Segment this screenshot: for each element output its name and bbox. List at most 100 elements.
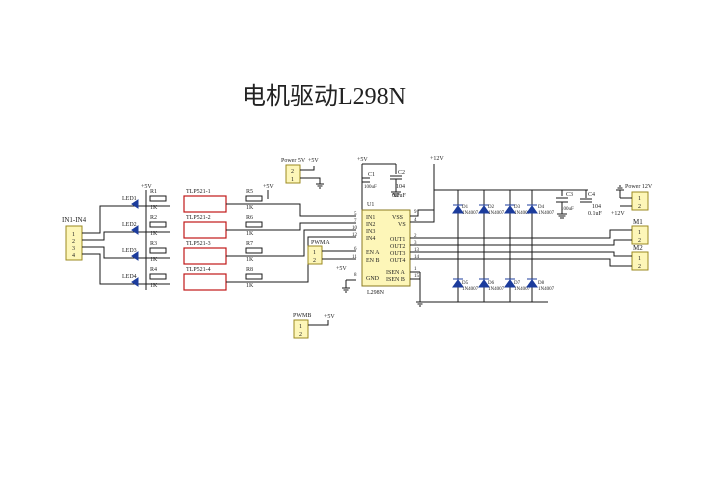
pin-num: 9 [414, 210, 417, 215]
pwmb-label: PWMB [293, 313, 311, 319]
led-icon [131, 277, 139, 287]
r-in-value: 1K [150, 205, 158, 211]
plus5v-en: +5V [336, 266, 347, 272]
r-in-label: R2 [150, 215, 157, 221]
pwma-label: PWMA [311, 240, 330, 246]
led-label: LED3 [122, 248, 137, 254]
pin-name: OUT4 [390, 258, 405, 264]
plus5v-top: +5V [357, 157, 368, 163]
m2-connector [631, 251, 649, 271]
pin-num: 4 [414, 218, 417, 223]
pin-name: IN3 [366, 229, 375, 235]
channel-4: LED4 R4 1K TLP521-4 R8 1K [122, 267, 263, 291]
pin-name: OUT1 [390, 237, 405, 243]
resistor-icon [149, 247, 167, 254]
r-out-value: 1K [246, 231, 254, 237]
diode-ref: D8 [538, 281, 545, 286]
pin-num: 1 [414, 267, 417, 272]
r-out-value: 1K [246, 283, 254, 289]
diode-part: 1N4007 [538, 287, 555, 292]
chip-name: L298N [367, 290, 385, 296]
pwmb-connector [293, 319, 309, 339]
c2-value-b: 0.1uF [392, 193, 407, 199]
pin-num: 11 [352, 255, 357, 260]
opto-label: TLP521-1 [186, 189, 211, 195]
channel-2: LED2 R2 1K TLP521-2 R6 1K [122, 215, 263, 239]
diode-part: 1N4007 [462, 287, 479, 292]
c4-label: C4 [588, 192, 595, 198]
c1-value: 100uF [364, 185, 377, 190]
diode-part: 1N4007 [462, 211, 479, 216]
pin-name: IN2 [366, 222, 375, 228]
pin-num: 2 [414, 234, 417, 239]
power12v-pin-1: 1 [638, 196, 641, 202]
r-out-value: 1K [246, 205, 254, 211]
in-connector [65, 225, 83, 261]
plus5v-left: +5V [141, 184, 152, 190]
pin-name: EN A [366, 250, 380, 256]
diode-ref: D2 [488, 205, 495, 210]
resistor-icon [245, 195, 263, 202]
m2-pin-1: 1 [638, 256, 641, 262]
diode-d8: D8 1N4007 [526, 259, 555, 302]
plus12v-top: +12V [430, 156, 444, 162]
pin-name: VS [398, 222, 406, 228]
led-label: LED4 [122, 274, 137, 280]
in-pin-3: 3 [72, 246, 75, 252]
r-in-value: 1K [150, 231, 158, 237]
diode-part: 1N4007 [538, 211, 555, 216]
r-out-label: R8 [246, 267, 253, 273]
resistor-icon [245, 247, 263, 254]
pin-num: 6 [354, 247, 357, 252]
power5v-pin-2: 2 [291, 169, 294, 175]
plus5v-right: +5V [263, 184, 274, 190]
pwmb-pin-1: 1 [299, 324, 302, 330]
r-out-label: R5 [246, 189, 253, 195]
pin-num: 14 [414, 255, 420, 260]
diode-icon [504, 204, 516, 214]
c3-value: 100uF [561, 207, 574, 212]
r-in-label: R3 [150, 241, 157, 247]
plus12v-right: +12V [611, 211, 625, 217]
led-label: LED2 [122, 222, 137, 228]
r-out-value: 1K [246, 257, 254, 263]
channel-1: LED1 R1 1K TLP521-1 R5 1K [122, 189, 263, 213]
pin-num: 12 [352, 233, 358, 238]
led-icon [131, 199, 139, 209]
pin-num: 13 [414, 248, 420, 253]
resistor-icon [245, 221, 263, 228]
diode-d3: D3 1N4007 [504, 190, 531, 252]
in-pin-4: 4 [72, 253, 75, 259]
pin-name: GND [366, 276, 380, 282]
diode-icon [478, 278, 490, 288]
pin-num: 7 [354, 219, 357, 224]
diode-ref: D5 [462, 281, 469, 286]
in-pin-2: 2 [72, 239, 75, 245]
power12v-connector [631, 191, 649, 211]
m1-label: M1 [633, 218, 643, 226]
u1-label: U1 [367, 202, 374, 208]
channel-3: LED3 R3 1K TLP521-3 R7 1K [122, 241, 263, 265]
pin-num: 10 [352, 226, 358, 231]
m2-pin-2: 2 [638, 264, 641, 270]
diode-icon [452, 278, 464, 288]
pwma-connector [307, 245, 323, 265]
m1-pin-1: 1 [638, 230, 641, 236]
r-in-label: R1 [150, 189, 157, 195]
opto-label: TLP521-3 [186, 241, 211, 247]
m2-label: M2 [633, 244, 643, 252]
r-in-label: R4 [150, 267, 157, 273]
power5v-label: Power 5V [281, 158, 306, 164]
resistor-icon [149, 195, 167, 202]
diode-part: 1N4007 [488, 287, 505, 292]
diode-d7: D7 1N4007 [504, 252, 531, 302]
optocoupler-icon [183, 221, 227, 239]
pin-num: 15 [414, 274, 420, 279]
optocoupler-icon [183, 247, 227, 265]
pwma-pin-1: 1 [313, 250, 316, 256]
diode-ref: D7 [514, 281, 521, 286]
title: 电机驱动L298N [242, 83, 406, 110]
power5v-connector [285, 164, 301, 184]
